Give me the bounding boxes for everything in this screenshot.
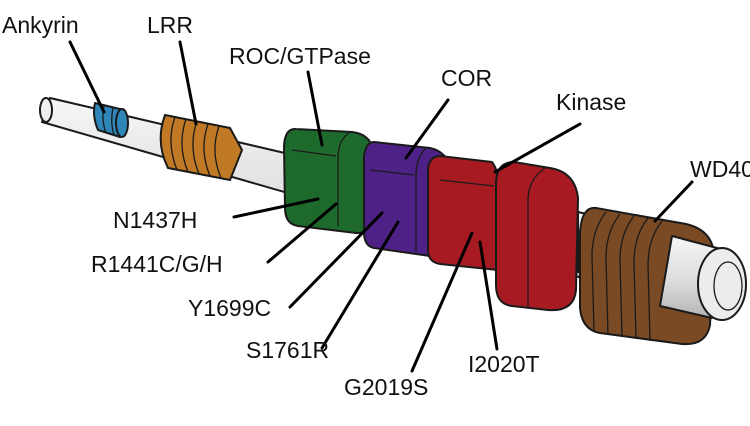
wd40-leader-line xyxy=(653,180,694,223)
n1437h-leader-line xyxy=(232,197,320,219)
g2019s-leader-line xyxy=(410,231,474,373)
wd40-label: WD40 xyxy=(690,156,750,182)
y1699c-label: Y1699C xyxy=(188,295,271,321)
y1699c-leader-line xyxy=(288,211,384,309)
ankyrin-label: Ankyrin xyxy=(2,12,79,38)
roc-gtpase-domain xyxy=(283,127,375,235)
rod-end-cap xyxy=(659,235,747,321)
roc-gtpase-label: ROC/GTPase xyxy=(229,43,371,69)
kinase-label: Kinase xyxy=(556,89,626,115)
kinase-domain xyxy=(427,155,579,312)
lrr-domain xyxy=(159,114,243,181)
ankyrin-domain xyxy=(93,102,129,138)
g2019s-label: G2019S xyxy=(344,374,428,400)
cor-leader-line xyxy=(404,98,450,160)
cor-label: COR xyxy=(441,65,492,91)
roc-gtpase-leader-line xyxy=(306,70,324,147)
ankyrin-leader-line xyxy=(68,40,106,114)
r1441-leader-line xyxy=(266,202,338,264)
i2020t-leader-line xyxy=(478,240,499,351)
n1437h-label: N1437H xyxy=(113,207,197,233)
lrr-label: LRR xyxy=(147,12,193,38)
s1761r-leader-line xyxy=(320,220,400,350)
r1441-label: R1441C/G/H xyxy=(91,251,223,277)
s1761r-label: S1761R xyxy=(246,337,329,363)
i2020t-label: I2020T xyxy=(468,351,540,377)
kinase-leader-line xyxy=(493,122,582,174)
lrr-leader-line xyxy=(178,40,198,126)
